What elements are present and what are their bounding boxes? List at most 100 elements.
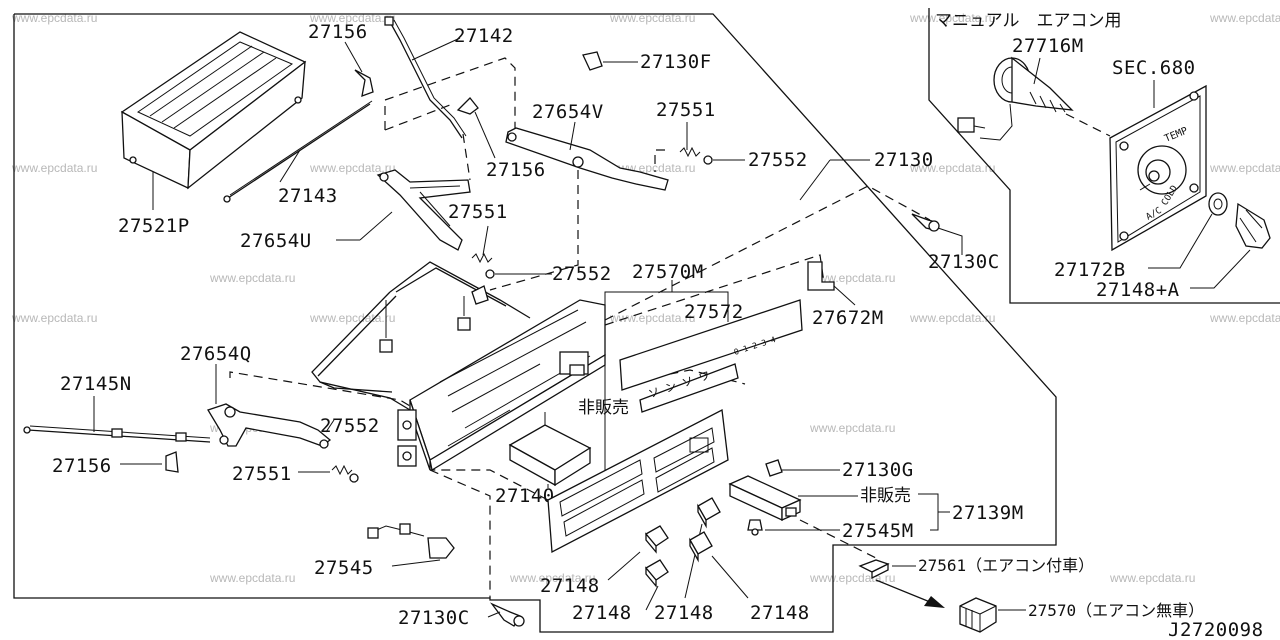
lamp-27545 bbox=[367, 523, 455, 559]
watermark: www.epcdata.ru bbox=[11, 11, 97, 25]
label-27148A: 27148+A bbox=[1096, 279, 1180, 301]
assembly-border bbox=[13, 13, 1057, 633]
guide-dashed bbox=[384, 57, 516, 130]
watermark: www.epcdata.ru bbox=[909, 161, 995, 175]
temp-faceplate: TEMP COLD A/C bbox=[1109, 84, 1207, 252]
section-ref: SEC.680 bbox=[1112, 57, 1196, 79]
label-27143: 27143 bbox=[278, 185, 338, 207]
label-27139M: 27139M bbox=[952, 502, 1024, 524]
control-frame bbox=[311, 261, 531, 411]
cable-27142 bbox=[389, 21, 463, 139]
watermarks: www.epcdata.ru www.epcdata.ru www.epcdat… bbox=[11, 11, 1280, 585]
label-27148-a: 27148 bbox=[540, 575, 600, 597]
watermark: www.epcdata.ru bbox=[1209, 11, 1280, 25]
label-27716M: 27716M bbox=[1012, 35, 1084, 57]
bracket-27672M bbox=[807, 261, 856, 306]
label-27570: 27570（エアコン無車） bbox=[1028, 601, 1204, 620]
label-27142: 27142 bbox=[454, 25, 514, 47]
inset-border bbox=[928, 8, 1280, 304]
screw-27130C-bottom bbox=[489, 602, 525, 627]
label-27570M: 27570M bbox=[632, 261, 704, 283]
knob-27148-c bbox=[697, 497, 721, 529]
label-27172B: 27172B bbox=[1054, 259, 1126, 281]
washer-27552-top bbox=[703, 155, 713, 165]
part-27561 bbox=[858, 559, 890, 580]
clip-27156-low bbox=[165, 451, 179, 473]
watermark: www.epcdata.ru bbox=[909, 11, 995, 25]
watermark: www.epcdata.ru bbox=[309, 311, 395, 325]
arrow-27570 bbox=[875, 579, 936, 605]
label-27145N: 27145N bbox=[60, 373, 132, 395]
knob-27148A bbox=[1235, 202, 1271, 249]
ring-27172B bbox=[1208, 192, 1228, 216]
label-27654V: 27654V bbox=[532, 101, 604, 123]
label-27130G: 27130G bbox=[842, 459, 914, 481]
watermark: www.epcdata.ru bbox=[609, 11, 695, 25]
watermark: www.epcdata.ru bbox=[809, 421, 895, 435]
clip-27156-top bbox=[354, 69, 374, 98]
label-27148-b: 27148 bbox=[572, 602, 632, 624]
grommets bbox=[379, 285, 489, 353]
label-27552-mid: 27552 bbox=[552, 263, 612, 285]
label-27156-top: 27156 bbox=[308, 21, 368, 43]
watermark: www.epcdata.ru bbox=[1209, 311, 1280, 325]
clip-27156-mid bbox=[456, 97, 479, 115]
label-27551-mid: 27551 bbox=[448, 201, 508, 223]
spring-27551-low bbox=[331, 464, 353, 476]
label-27572: 27572 bbox=[684, 301, 744, 323]
watermark: www.epcdata.ru bbox=[1209, 161, 1280, 175]
label-27552-low: 27552 bbox=[320, 415, 380, 437]
diagram-code: J2720098 bbox=[1168, 619, 1264, 640]
module-27139M bbox=[728, 475, 802, 522]
label-27130F: 27130F bbox=[640, 51, 712, 73]
label-27156-mid: 27156 bbox=[486, 159, 546, 181]
label-27672M: 27672M bbox=[812, 307, 884, 329]
clip-27130G bbox=[765, 459, 783, 477]
inset-title: マニュアル エアコン用 bbox=[935, 11, 1122, 31]
not-for-sale-label-1: 非販売 bbox=[578, 398, 629, 418]
watermark: www.epcdata.ru bbox=[1109, 571, 1195, 585]
heater-cover-part bbox=[120, 31, 307, 190]
clip-27130F bbox=[582, 51, 603, 71]
label-27130C-bottom: 27130C bbox=[398, 607, 470, 629]
lever-27654Q bbox=[207, 403, 332, 447]
not-for-sale-label-2: 非販売 bbox=[860, 486, 911, 506]
knob-27148-a bbox=[645, 525, 669, 554]
arrow-head bbox=[924, 596, 945, 608]
washer-27552-low bbox=[319, 439, 329, 449]
watermark: www.epcdata.ru bbox=[11, 311, 97, 325]
knob-27148-d bbox=[689, 531, 713, 563]
label-27545M: 27545M bbox=[842, 520, 914, 542]
spring-27551-top bbox=[679, 146, 701, 158]
label-27130: 27130 bbox=[874, 149, 934, 171]
lever-27654V bbox=[505, 127, 669, 191]
label-27148-d: 27148 bbox=[750, 602, 810, 624]
label-27148-c: 27148 bbox=[654, 602, 714, 624]
label-27552-top: 27552 bbox=[748, 149, 808, 171]
washer-27552-mid bbox=[485, 269, 495, 279]
screw-27130C-right bbox=[911, 213, 940, 232]
lever-27654U bbox=[376, 169, 471, 251]
watermark: www.epcdata.ru bbox=[509, 571, 595, 585]
label-27654Q: 27654Q bbox=[180, 343, 252, 365]
label-27551-top: 27551 bbox=[656, 99, 716, 121]
label-27545: 27545 bbox=[314, 557, 374, 579]
label-27156-low: 27156 bbox=[52, 455, 112, 477]
watermark: www.epcdata.ru bbox=[209, 271, 295, 285]
watermark: www.epcdata.ru bbox=[11, 161, 97, 175]
switch-27140 bbox=[508, 412, 592, 487]
label-27521P: 27521P bbox=[118, 215, 190, 237]
label-27551-low: 27551 bbox=[232, 463, 292, 485]
watermark: www.epcdata.ru bbox=[909, 311, 995, 325]
label-27140: 27140 bbox=[495, 485, 555, 507]
faceplate bbox=[547, 408, 729, 554]
watermark: www.epcdata.ru bbox=[609, 311, 695, 325]
explode-guide-1 bbox=[604, 185, 931, 321]
spring-27551-mid bbox=[471, 252, 493, 264]
label-27654U: 27654U bbox=[240, 230, 312, 252]
label-27561: 27561（エアコン付車） bbox=[918, 556, 1094, 575]
watermark: www.epcdata.ru bbox=[209, 571, 295, 585]
temp-control-27716M bbox=[957, 56, 1074, 141]
knob-27148-b bbox=[645, 559, 669, 588]
